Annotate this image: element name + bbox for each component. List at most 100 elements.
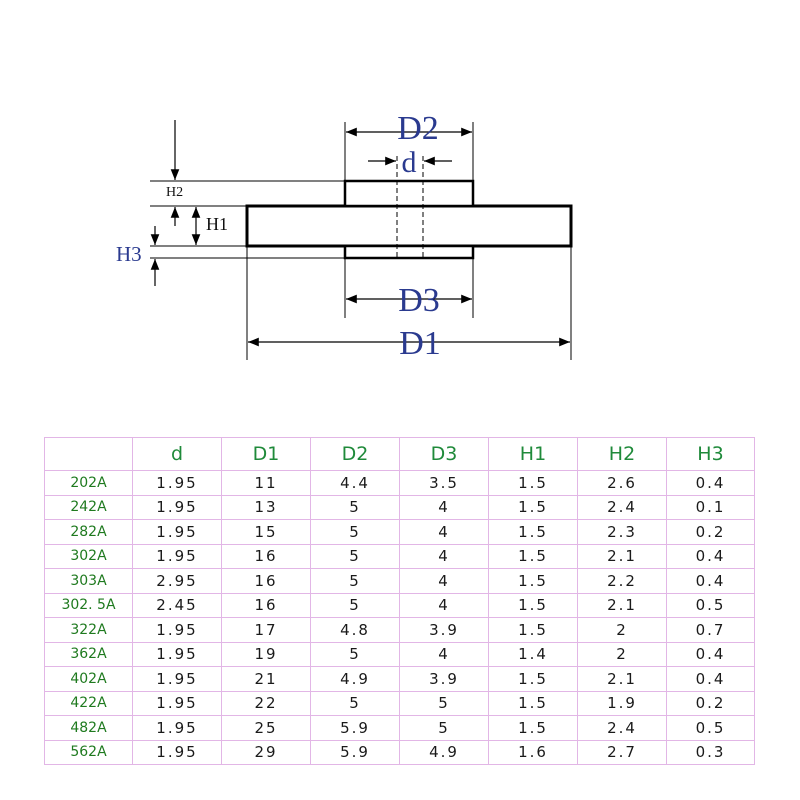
- header-cell-D2: D2: [310, 437, 400, 471]
- value-cell-H3: 0.5: [666, 592, 755, 618]
- value-cell-H2: 2: [577, 617, 667, 643]
- value-cell-D1: 16: [221, 568, 311, 594]
- washer-top-collar: [343, 179, 475, 208]
- value-cell-D3: 4: [399, 543, 489, 569]
- value-cell-H1: 1.5: [488, 543, 578, 569]
- D2-label: D2: [397, 110, 439, 147]
- value-cell-D2: 5: [310, 641, 400, 667]
- value-cell-H1: 1.6: [488, 739, 578, 765]
- d-label: d: [402, 146, 417, 179]
- model-cell: 303A: [44, 568, 133, 594]
- value-cell-D2: 4.9: [310, 666, 400, 692]
- value-cell-d: 1.95: [132, 641, 222, 667]
- value-cell-H1: 1.5: [488, 494, 578, 520]
- value-cell-D2: 5: [310, 568, 400, 594]
- header-cell-H3: H3: [666, 437, 755, 471]
- value-cell-H3: 0.4: [666, 666, 755, 692]
- value-cell-d: 1.95: [132, 494, 222, 520]
- value-cell-D3: 5: [399, 690, 489, 716]
- value-cell-d: 1.95: [132, 715, 222, 741]
- value-cell-D2: 5: [310, 543, 400, 569]
- value-cell-D3: 3.5: [399, 470, 489, 496]
- model-cell: 302. 5A: [44, 592, 133, 618]
- value-cell-D3: 4: [399, 519, 489, 545]
- value-cell-D2: 4.8: [310, 617, 400, 643]
- value-cell-D2: 5.9: [310, 715, 400, 741]
- value-cell-D2: 5.9: [310, 739, 400, 765]
- value-cell-H2: 2.3: [577, 519, 667, 545]
- value-cell-D1: 13: [221, 494, 311, 520]
- value-cell-H1: 1.5: [488, 470, 578, 496]
- header-cell-H1: H1: [488, 437, 578, 471]
- value-cell-D2: 5: [310, 494, 400, 520]
- value-cell-D2: 5: [310, 519, 400, 545]
- value-cell-D3: 4: [399, 494, 489, 520]
- value-cell-D2: 5: [310, 592, 400, 618]
- value-cell-d: 1.95: [132, 739, 222, 765]
- value-cell-H2: 2.1: [577, 592, 667, 618]
- D1-label: D1: [399, 325, 441, 362]
- value-cell-D3: 4: [399, 592, 489, 618]
- header-cell-model: [44, 437, 133, 471]
- value-cell-H2: 2.2: [577, 568, 667, 594]
- washer-dimension-diagram: D2 d D3 D1 H2 H1 H3: [116, 110, 573, 362]
- value-cell-H1: 1.5: [488, 666, 578, 692]
- header-cell-H2: H2: [577, 437, 667, 471]
- value-cell-D1: 25: [221, 715, 311, 741]
- value-cell-H3: 0.3: [666, 739, 755, 765]
- value-cell-d: 1.95: [132, 519, 222, 545]
- value-cell-H2: 2.6: [577, 470, 667, 496]
- value-cell-D3: 4: [399, 568, 489, 594]
- value-cell-H2: 2.4: [577, 494, 667, 520]
- value-cell-D1: 17: [221, 617, 311, 643]
- value-cell-H3: 0.1: [666, 494, 755, 520]
- value-cell-H3: 0.7: [666, 617, 755, 643]
- value-cell-d: 1.95: [132, 690, 222, 716]
- model-cell: 422A: [44, 690, 133, 716]
- header-cell-D1: D1: [221, 437, 311, 471]
- value-cell-H3: 0.2: [666, 519, 755, 545]
- value-cell-D1: 11: [221, 470, 311, 496]
- value-cell-D2: 4.4: [310, 470, 400, 496]
- H3-label: H3: [116, 242, 142, 266]
- value-cell-D3: 3.9: [399, 617, 489, 643]
- value-cell-H3: 0.4: [666, 543, 755, 569]
- value-cell-H2: 2.1: [577, 666, 667, 692]
- model-cell: 242A: [44, 494, 133, 520]
- value-cell-H1: 1.5: [488, 568, 578, 594]
- value-cell-D1: 16: [221, 543, 311, 569]
- value-cell-D1: 16: [221, 592, 311, 618]
- value-cell-H3: 0.2: [666, 690, 755, 716]
- value-cell-H3: 0.4: [666, 470, 755, 496]
- value-cell-H2: 1.9: [577, 690, 667, 716]
- value-cell-H3: 0.4: [666, 641, 755, 667]
- washer-main-body: [245, 204, 573, 248]
- value-cell-H1: 1.5: [488, 592, 578, 618]
- model-cell: 282A: [44, 519, 133, 545]
- value-cell-H1: 1.5: [488, 715, 578, 741]
- washer-bottom-collar: [343, 244, 475, 260]
- model-cell: 482A: [44, 715, 133, 741]
- value-cell-D3: 4: [399, 641, 489, 667]
- value-cell-H3: 0.5: [666, 715, 755, 741]
- value-cell-H3: 0.4: [666, 568, 755, 594]
- value-cell-d: 1.95: [132, 617, 222, 643]
- value-cell-D1: 21: [221, 666, 311, 692]
- value-cell-H2: 2.1: [577, 543, 667, 569]
- value-cell-d: 1.95: [132, 470, 222, 496]
- value-cell-H1: 1.4: [488, 641, 578, 667]
